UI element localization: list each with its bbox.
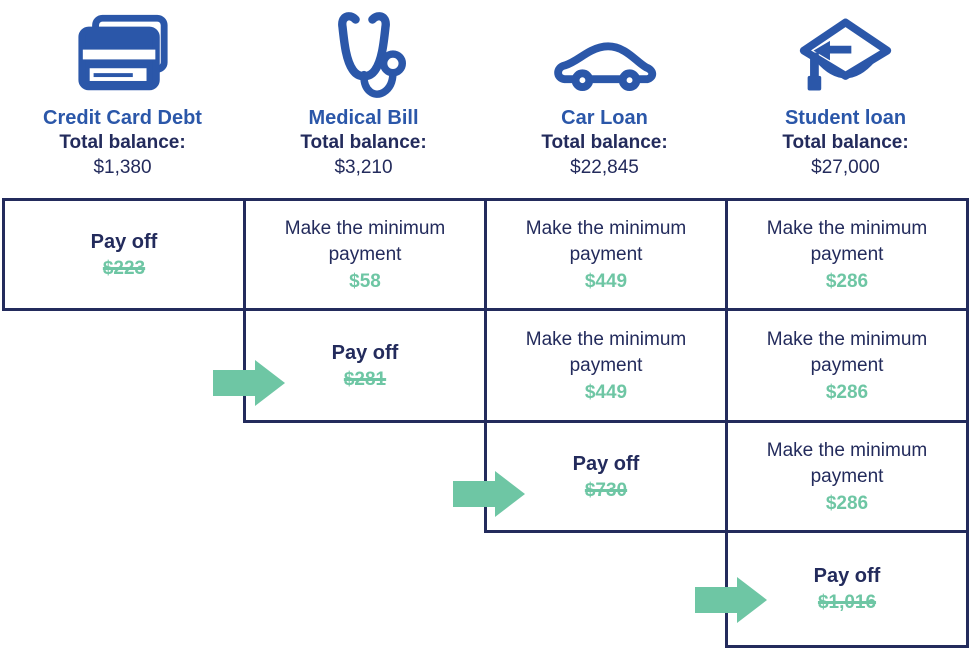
minimum-amount: $58	[349, 270, 381, 292]
column-header-medical-bill: Medical Bill Total balance: $3,210	[243, 0, 484, 196]
minimum-label: Make the minimum payment	[525, 217, 687, 265]
minimum-label: Make the minimum payment	[766, 328, 928, 376]
arrow-icon	[213, 360, 285, 406]
minimum-amount: $286	[825, 492, 869, 514]
minimum-amount: $286	[825, 381, 869, 403]
column-title: Car Loan	[561, 107, 648, 129]
minimum-label: Make the minimum payment	[766, 439, 928, 487]
payoff-amount: $730	[584, 479, 628, 501]
column-title: Credit Card Debt	[43, 107, 202, 129]
balance-amount: $22,845	[570, 157, 639, 178]
credit-card-icon	[74, 4, 172, 106]
balance-label: Total balance:	[782, 132, 909, 153]
column-title: Medical Bill	[308, 107, 419, 129]
minimum-amount: $286	[825, 270, 869, 292]
minimum-label: Make the minimum payment	[766, 217, 928, 265]
payoff-label: Pay off	[813, 565, 881, 587]
balance-amount: $27,000	[811, 157, 880, 178]
cell-payoff-credit-card: Pay off $223	[2, 198, 246, 311]
minimum-amount: $449	[584, 381, 628, 403]
car-icon	[551, 4, 659, 106]
payoff-amount: $223	[102, 257, 146, 279]
minimum-amount: $449	[584, 270, 628, 292]
arrow-icon	[695, 577, 767, 623]
column-header-student-loan: Student loan Total balance: $27,000	[725, 0, 966, 196]
balance-amount: $1,380	[93, 157, 152, 178]
payoff-label: Pay off	[90, 230, 158, 253]
payoff-amount: $1,016	[817, 592, 877, 613]
balance-label: Total balance:	[300, 132, 427, 153]
column-header-credit-card: Credit Card Debt Total balance: $1,380	[2, 0, 243, 196]
cell-minimum-student-loan: Make the minimum payment $286	[725, 198, 969, 311]
arrow-icon	[453, 471, 525, 517]
balance-label: Total balance:	[59, 132, 186, 153]
payoff-amount: $281	[343, 368, 387, 390]
cell-minimum-student-loan: Make the minimum payment $286	[725, 420, 969, 533]
minimum-label: Make the minimum payment	[525, 328, 687, 376]
cell-payoff-medical-bill: Pay off $281	[243, 308, 487, 423]
stethoscope-icon	[322, 4, 406, 106]
cell-minimum-car-loan: Make the minimum payment $449	[484, 308, 728, 423]
minimum-label: Make the minimum payment	[284, 217, 446, 265]
graduation-cap-icon	[795, 4, 897, 106]
cell-minimum-medical-bill: Make the minimum payment $58	[243, 198, 487, 311]
payoff-label: Pay off	[331, 341, 399, 364]
column-title: Student loan	[784, 107, 907, 129]
balance-amount: $3,210	[334, 157, 393, 178]
column-header-car-loan: Car Loan Total balance: $22,845	[484, 0, 725, 196]
cell-minimum-student-loan: Make the minimum payment $286	[725, 308, 969, 423]
cell-minimum-car-loan: Make the minimum payment $449	[484, 198, 728, 311]
payoff-label: Pay off	[572, 452, 640, 475]
balance-label: Total balance:	[541, 132, 668, 153]
